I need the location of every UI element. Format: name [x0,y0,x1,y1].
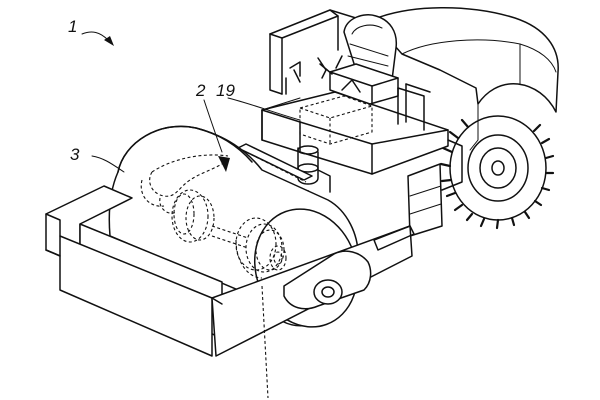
control-console [261,55,431,145]
rear-wheel [439,115,555,230]
yoke-arm [283,250,372,310]
label-drive-unit-2: 2 [195,81,206,100]
drum-frame-rear [237,143,313,183]
operator-seat [329,14,399,105]
label-machine-1: 1 [68,17,77,36]
fender-hood [371,7,559,151]
center-line [261,285,269,399]
drive-unit [140,154,287,279]
label-cab-part-19: 19 [216,81,235,100]
reference-leaders [81,31,301,173]
label-drum-3: 3 [70,145,80,164]
